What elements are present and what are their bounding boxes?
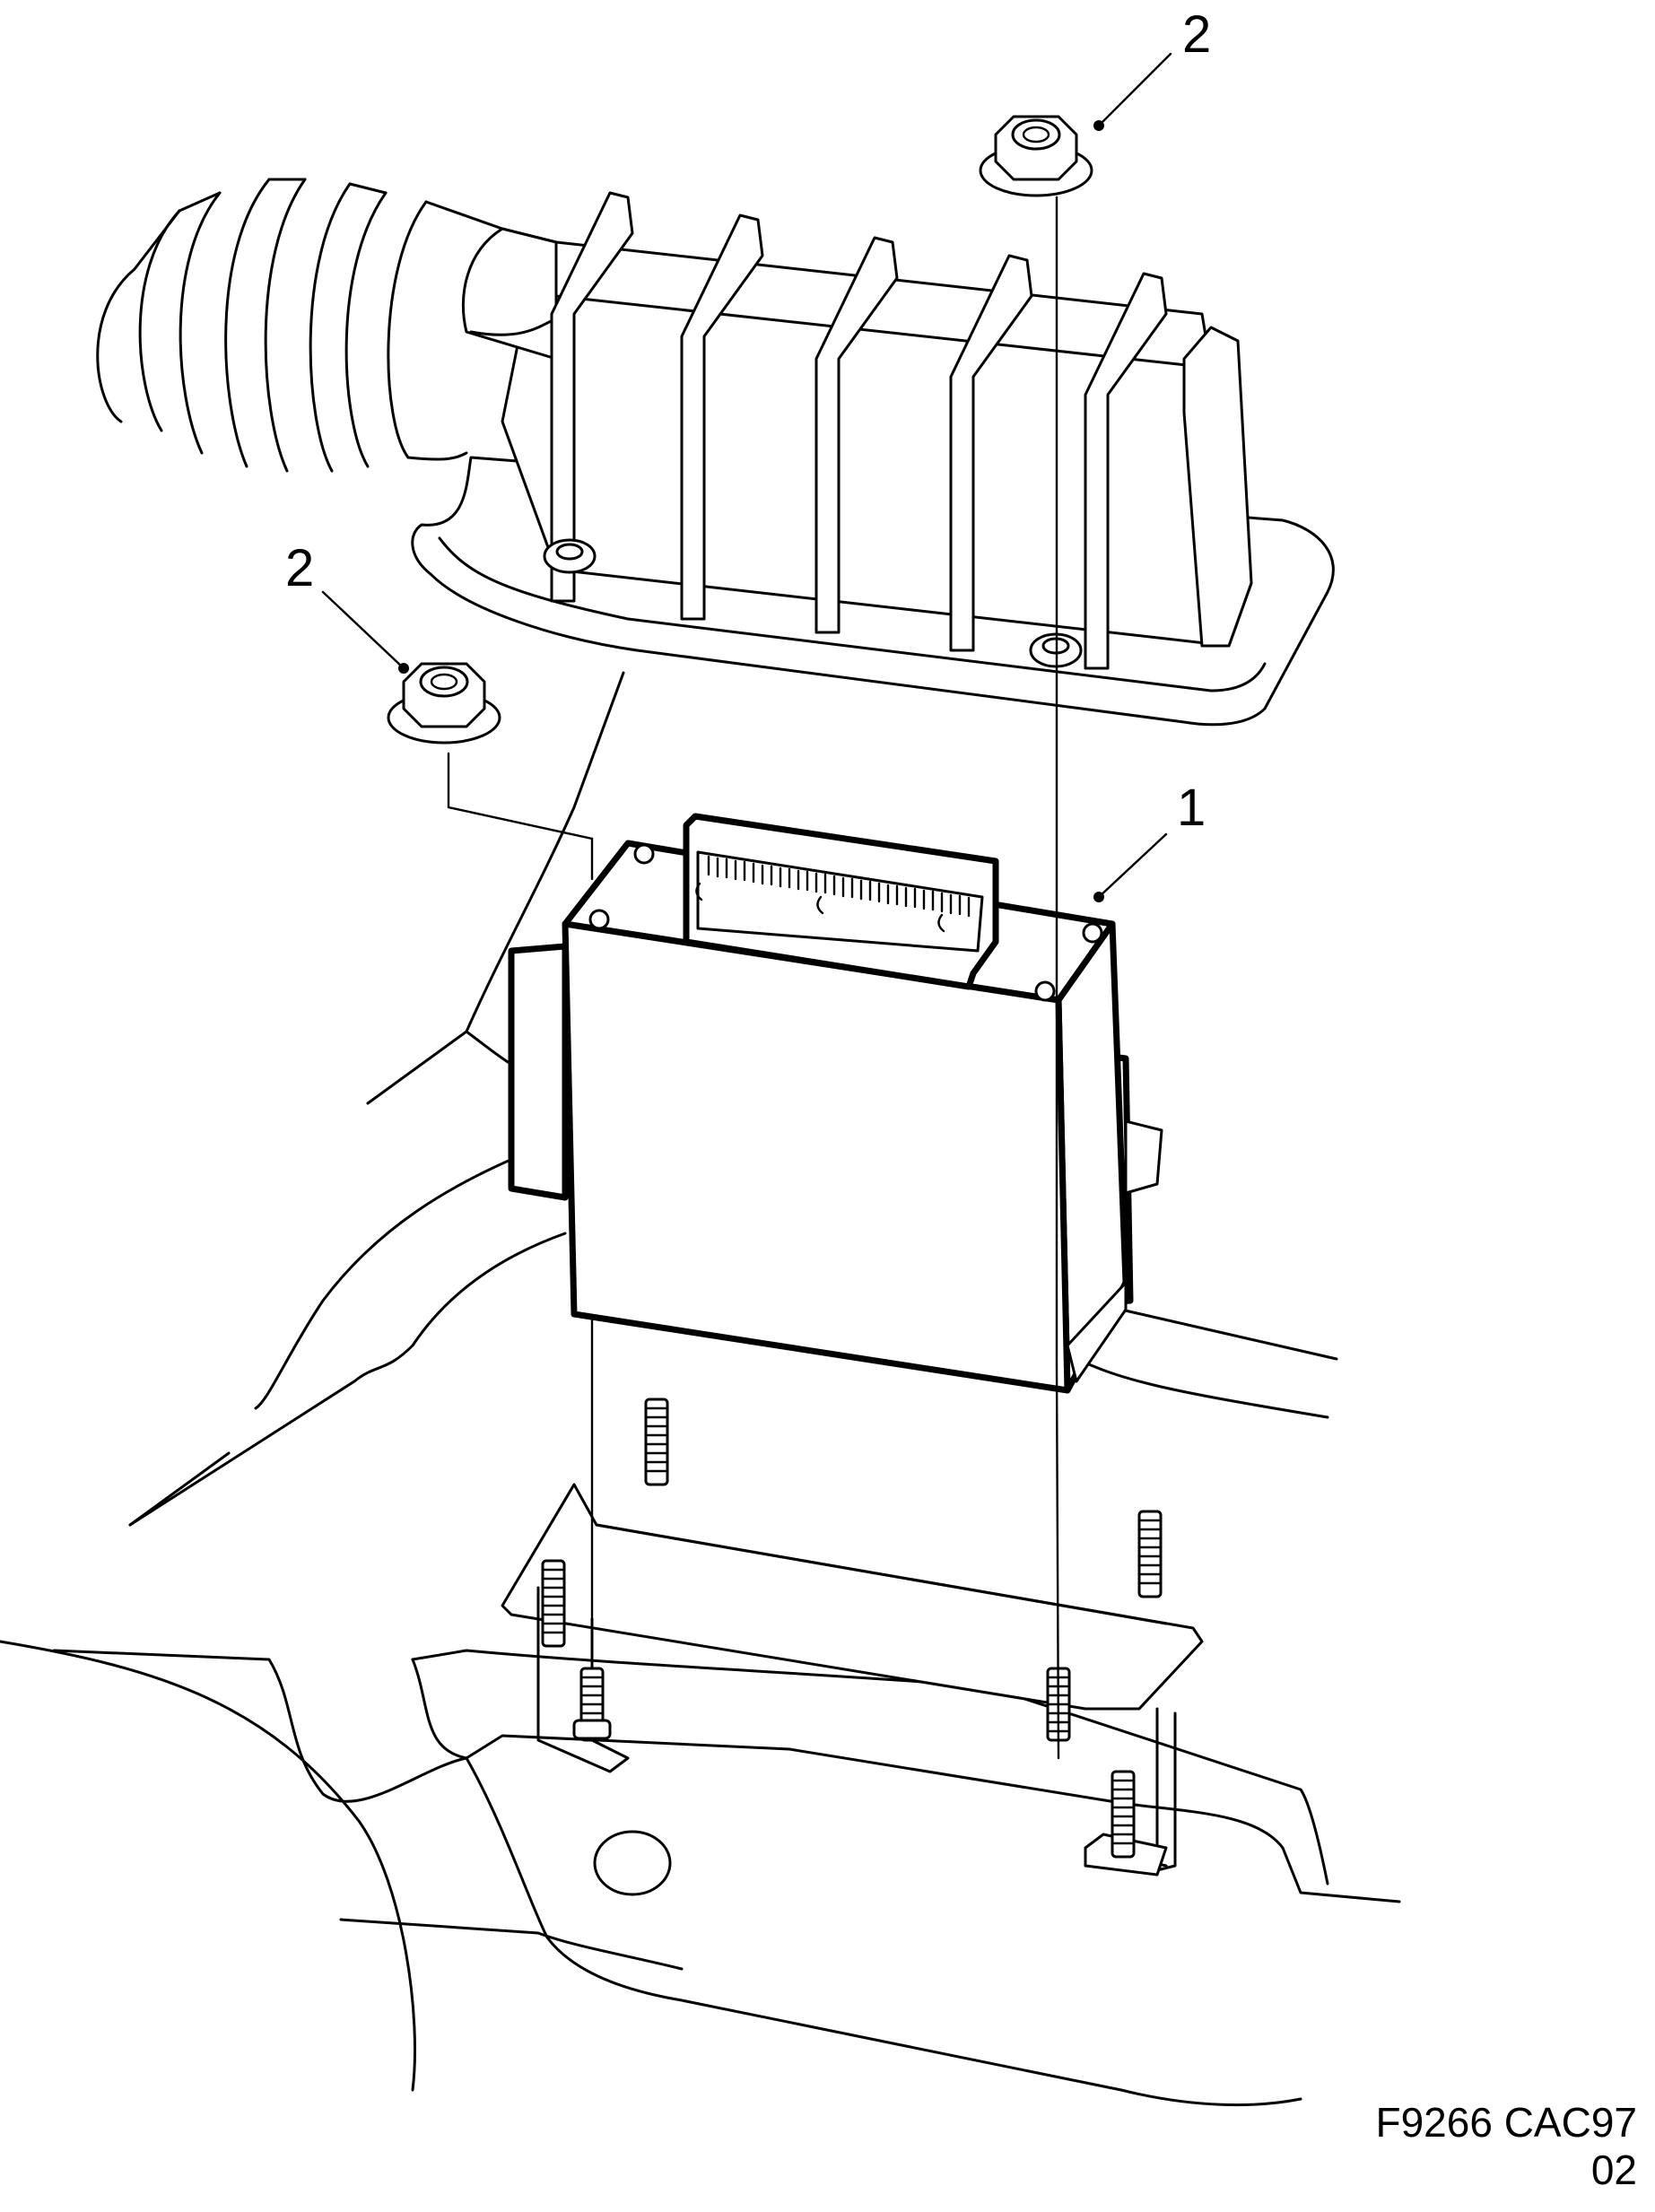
floor-panel: [0, 1640, 1401, 2107]
stud-front-left: [541, 1559, 566, 1648]
stud-rear-right: [1137, 1510, 1163, 1598]
callout-leaders: [321, 52, 1172, 902]
figure-reference: F9266 CAC97 02: [1376, 2099, 1638, 2194]
figure-revision: 02: [1590, 2147, 1637, 2194]
assembly-lines: [447, 196, 1060, 1760]
stud-lower-left: [572, 1667, 612, 1742]
intake-bellows: [96, 178, 558, 473]
control-module: [508, 813, 1163, 1394]
stud-lower-right: [1111, 1770, 1136, 1859]
intake-housing: [96, 178, 1335, 727]
callout-number-nut-upper: 2: [1182, 5, 1212, 64]
mounting-studs: [541, 1398, 1163, 1859]
mounting-bracket: [501, 1483, 1204, 1877]
flange-nut-upper: [979, 115, 1093, 197]
flange-nut-left: [387, 662, 501, 745]
stud-rear-left: [644, 1398, 669, 1486]
callout-number-nut-left: 2: [285, 539, 315, 597]
callout-number-module: 1: [1177, 779, 1206, 837]
figure-code: F9266 CAC97: [1375, 2099, 1638, 2147]
